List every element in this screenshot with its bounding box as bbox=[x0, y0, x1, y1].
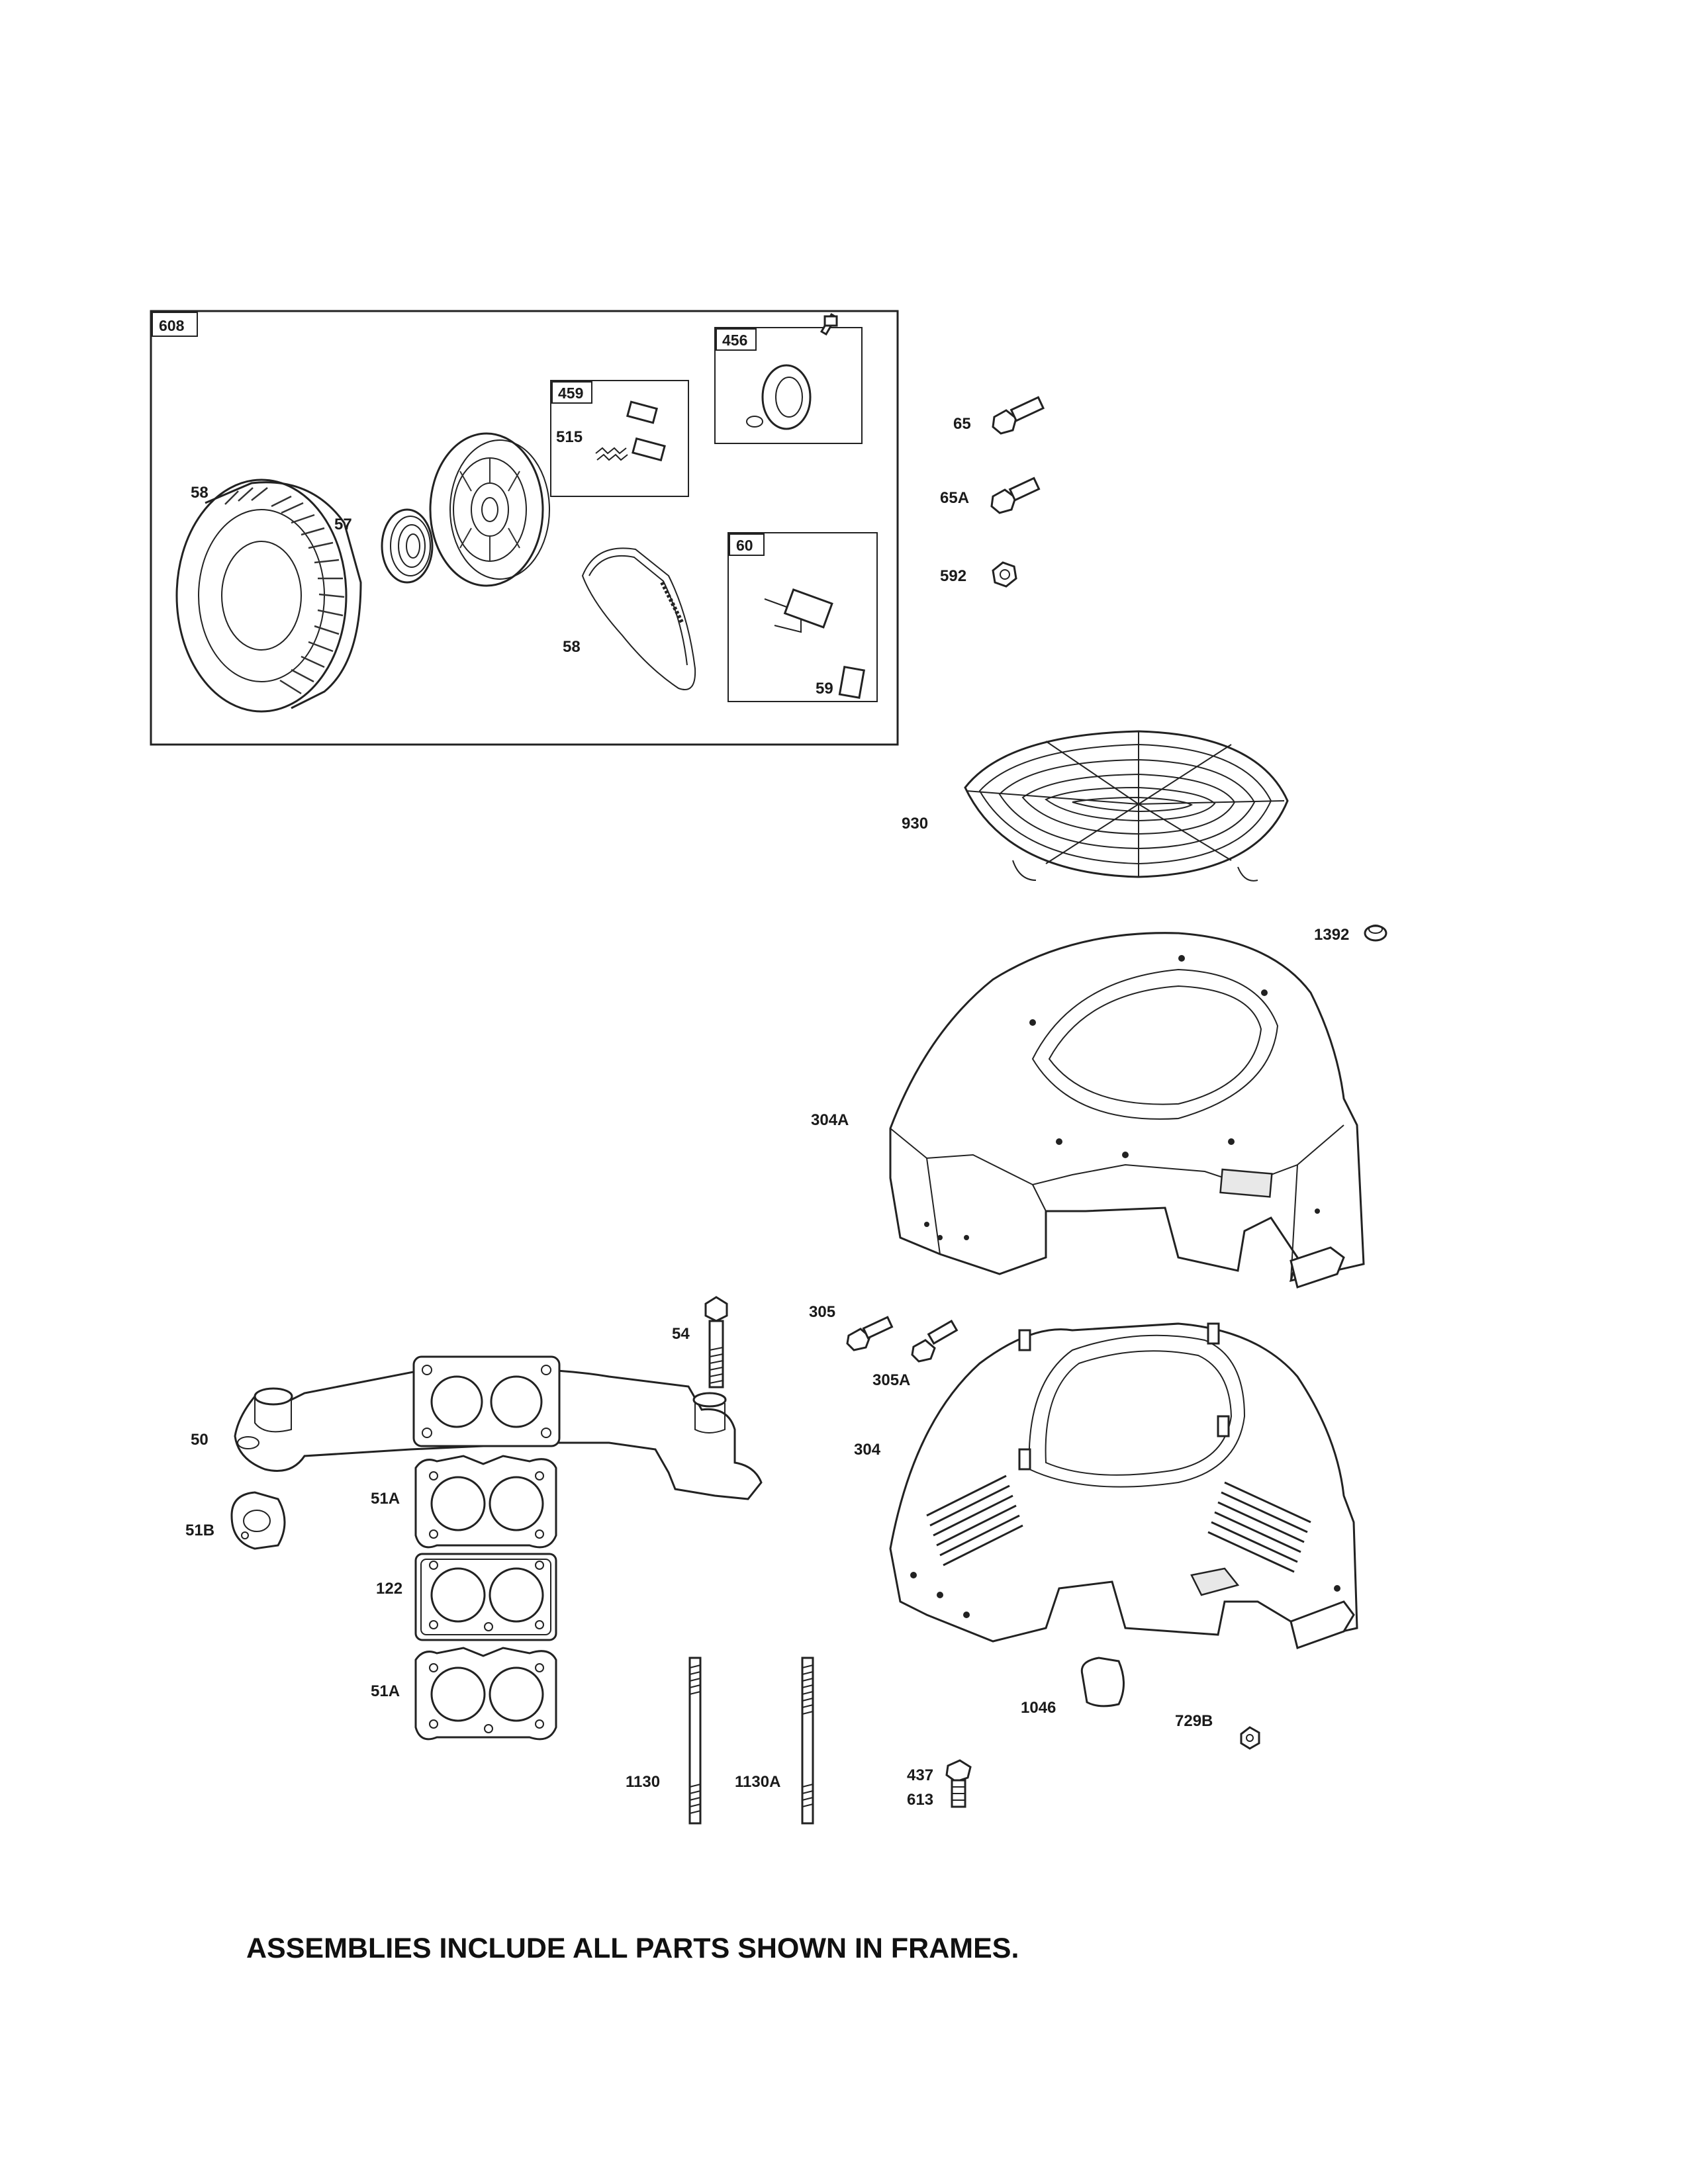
footer-note: ASSEMBLIES INCLUDE ALL PARTS SHOWN IN FR… bbox=[246, 1933, 1019, 1964]
label-304: 304 bbox=[854, 1441, 881, 1459]
screw-305 bbox=[846, 1316, 894, 1351]
label-54: 54 bbox=[672, 1325, 690, 1343]
frame-459: 459 515 bbox=[550, 380, 689, 497]
gasket-51a-bottom bbox=[414, 1647, 557, 1741]
label-613: 613 bbox=[907, 1791, 933, 1809]
starter-housing bbox=[175, 478, 362, 713]
starter-pulley bbox=[429, 432, 550, 587]
rewind-spring bbox=[381, 508, 434, 584]
stud-1130 bbox=[688, 1657, 702, 1825]
label-50: 50 bbox=[191, 1431, 209, 1449]
nut-729b bbox=[1240, 1726, 1260, 1750]
label-1392: 1392 bbox=[1314, 926, 1349, 944]
label-305: 305 bbox=[809, 1303, 835, 1321]
frame-456: 456 bbox=[714, 312, 863, 444]
frame-608-label: 608 bbox=[159, 317, 185, 334]
starter-handle-icon bbox=[764, 588, 833, 633]
starter-rope bbox=[581, 547, 696, 690]
frame-60-label: 60 bbox=[736, 537, 753, 554]
label-437: 437 bbox=[907, 1766, 933, 1784]
label-51a-top: 51A bbox=[371, 1490, 400, 1508]
spacer-122 bbox=[414, 1553, 557, 1641]
label-58-housing: 58 bbox=[191, 484, 209, 502]
screw-65 bbox=[992, 396, 1045, 435]
label-65a: 65A bbox=[940, 489, 969, 507]
screw-437-613 bbox=[945, 1759, 972, 1808]
frame-60: 60 59 bbox=[727, 532, 878, 702]
gasket-51b bbox=[230, 1491, 286, 1550]
label-1130a: 1130A bbox=[735, 1773, 780, 1791]
fan-grille bbox=[964, 730, 1289, 882]
label-930: 930 bbox=[902, 815, 928, 833]
label-515: 515 bbox=[556, 428, 583, 446]
dog-spring-icon bbox=[595, 447, 628, 461]
label-59: 59 bbox=[816, 680, 833, 698]
plug-1392 bbox=[1364, 925, 1387, 942]
shroud-304a bbox=[889, 932, 1365, 1289]
gasket-51a-top bbox=[414, 1455, 557, 1549]
label-304a: 304A bbox=[811, 1111, 849, 1129]
label-122: 122 bbox=[376, 1580, 402, 1598]
screw-65a bbox=[990, 477, 1041, 514]
label-58-rope: 58 bbox=[563, 638, 581, 656]
label-1046: 1046 bbox=[1021, 1699, 1056, 1717]
stud-1130a bbox=[801, 1657, 814, 1825]
label-51b: 51B bbox=[185, 1522, 214, 1539]
label-57: 57 bbox=[334, 516, 352, 533]
nut-592 bbox=[992, 561, 1017, 588]
label-51a-bottom: 51A bbox=[371, 1682, 400, 1700]
shroud-304 bbox=[889, 1322, 1358, 1649]
label-1130: 1130 bbox=[626, 1773, 660, 1791]
intake-manifold bbox=[234, 1355, 763, 1500]
label-592: 592 bbox=[940, 567, 966, 585]
label-65: 65 bbox=[953, 415, 971, 433]
screw-305a bbox=[911, 1320, 959, 1363]
frame-608: 608 bbox=[150, 310, 899, 746]
frame-456-label: 456 bbox=[722, 332, 747, 349]
label-729b: 729B bbox=[1175, 1712, 1213, 1730]
label-305a: 305A bbox=[872, 1371, 910, 1389]
frame-459-label: 459 bbox=[558, 385, 583, 402]
bolt-54 bbox=[704, 1296, 728, 1388]
seal-1046 bbox=[1080, 1657, 1125, 1707]
